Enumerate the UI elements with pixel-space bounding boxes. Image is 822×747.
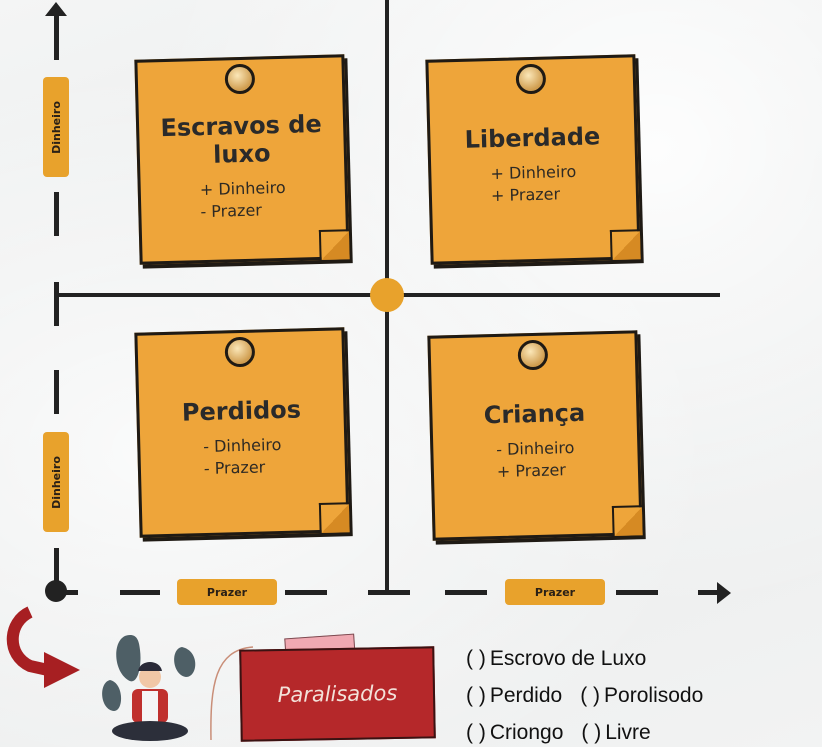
paralisados-banner: Paralisados — [239, 646, 436, 742]
note-attr: + Dinheiro — [490, 161, 577, 184]
x-axis-label-right: Prazer — [505, 579, 605, 605]
quadrant-note-escravos: Escravos de luxo + Dinheiro - Prazer — [134, 54, 350, 265]
note-attr: - Dinheiro — [495, 437, 575, 460]
y-axis-arrow-icon — [45, 2, 67, 16]
option-label: Criongo — [489, 721, 564, 744]
option-checkbox[interactable]: ( ) — [580, 684, 601, 707]
quadrant-note-crianca: Criança - Dinheiro + Prazer — [427, 330, 643, 541]
page-curl-icon — [609, 229, 641, 261]
option-label: Porolisodo — [604, 684, 704, 707]
y-axis-segment — [54, 282, 59, 326]
origin-dot — [45, 580, 67, 602]
option-item[interactable]: ( )Escrovo de Luxo — [466, 640, 646, 677]
note-title: Escravos de luxo — [160, 109, 323, 169]
x-axis-segment — [120, 590, 160, 595]
anxious-person-with-ghosts-icon — [102, 635, 196, 741]
x-axis-segment — [698, 590, 720, 595]
x-axis-segment — [368, 590, 410, 595]
note-attr: + Prazer — [490, 184, 561, 206]
quadrant-note-liberdade: Liberdade + Dinheiro + Prazer — [425, 54, 641, 265]
option-item[interactable]: ( )Livre — [581, 714, 650, 747]
x-axis-label-left: Prazer — [177, 579, 277, 605]
note-title: Criança — [483, 398, 586, 430]
option-item[interactable]: ( )Perdido — [466, 677, 562, 714]
center-dot — [370, 278, 404, 312]
pin-icon — [517, 339, 549, 371]
y-axis-label-bottom: Dinheiro — [43, 432, 69, 532]
x-axis-segment — [60, 590, 78, 595]
page-curl-icon — [318, 502, 350, 534]
page-curl-icon — [318, 229, 350, 261]
y-axis-segment — [54, 548, 59, 592]
pin-icon — [515, 63, 547, 95]
pin-icon — [224, 336, 256, 368]
option-checkbox[interactable]: ( ) — [581, 721, 602, 744]
note-attr: + Dinheiro — [199, 177, 286, 200]
y-axis-segment — [54, 192, 59, 236]
option-item[interactable]: ( )Porolisodo — [580, 677, 703, 714]
pin-icon — [224, 63, 256, 95]
divider-tick — [54, 290, 59, 300]
note-attr: - Prazer — [200, 200, 263, 222]
y-axis-segment — [54, 370, 59, 414]
y-axis-segment — [54, 14, 59, 60]
banner-label: Paralisados — [277, 680, 398, 708]
quadrant-note-perdidos: Perdidos - Dinheiro - Prazer — [134, 327, 350, 538]
x-axis-arrow-icon — [717, 582, 731, 604]
note-title: Liberdade — [464, 122, 601, 154]
option-checkbox[interactable]: ( ) — [466, 721, 486, 744]
option-label: Livre — [605, 721, 651, 744]
options-list: ( )Escrovo de Luxo ( )Perdido ( )Porolis… — [466, 640, 703, 747]
x-axis-segment — [616, 590, 658, 595]
option-label: Perdido — [489, 684, 563, 707]
note-title: Perdidos — [181, 395, 302, 427]
page-curl-icon — [611, 505, 643, 537]
option-checkbox[interactable]: ( ) — [466, 647, 486, 670]
curved-red-arrow-icon — [6, 606, 80, 688]
note-attr: - Prazer — [203, 457, 266, 479]
note-attr: + Prazer — [496, 460, 567, 482]
x-axis-segment — [445, 590, 487, 595]
x-axis-segment — [285, 590, 327, 595]
y-axis-label-top: Dinheiro — [43, 77, 69, 177]
option-checkbox[interactable]: ( ) — [466, 684, 486, 707]
note-attr: - Dinheiro — [202, 434, 282, 457]
option-label: Escrovo de Luxo — [489, 647, 647, 670]
option-item[interactable]: ( )Criongo — [466, 714, 563, 747]
